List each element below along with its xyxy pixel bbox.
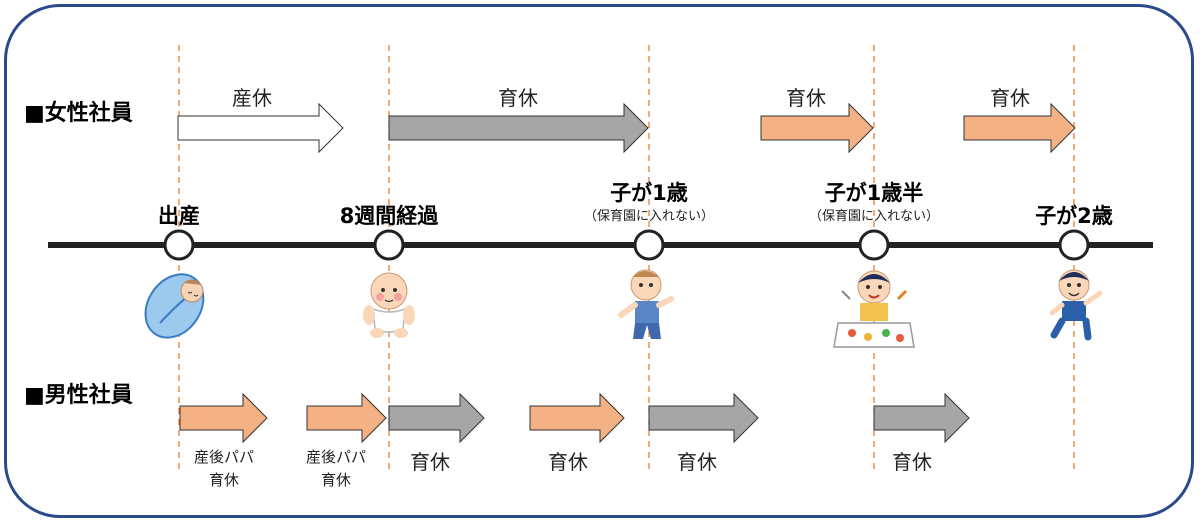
men-arrow-label-2: 産後パパ 育休 xyxy=(306,446,366,492)
marker-8weeks xyxy=(373,229,405,261)
arrow-childcare-leave-orange-2 xyxy=(963,102,1076,154)
men-arrows xyxy=(179,392,970,444)
milestone-note-1-5year: （保育園に入れない） xyxy=(808,209,940,224)
arrow-paternity-1 xyxy=(179,392,268,444)
milestone-label-1-5year: 子が1歳半 xyxy=(824,181,924,205)
toddler-walking-illustration xyxy=(618,269,674,339)
milestone-label-1year: 子が1歳 xyxy=(610,181,688,205)
men-arrow-label-1-line1: 産後パパ xyxy=(193,448,255,466)
arrow-paternity-2 xyxy=(306,392,387,444)
milestone-markers xyxy=(163,229,1090,261)
diagram-frame xyxy=(4,4,1194,518)
marker-birth xyxy=(163,229,195,261)
women-arrow-label-2: 育休 xyxy=(498,86,538,110)
men-arrow-label-5: 育休 xyxy=(677,450,717,474)
marker-2year xyxy=(1058,229,1090,261)
arrow-maternity-leave xyxy=(177,102,344,154)
men-arrow-label-1-line2: 育休 xyxy=(208,471,240,489)
women-arrow-label-3: 育休 xyxy=(786,86,826,110)
women-arrow-label-4: 育休 xyxy=(990,86,1030,110)
milestone-label-2year: 子が2歳 xyxy=(1035,204,1113,228)
men-arrow-label-2-line2: 育休 xyxy=(320,471,352,489)
men-arrow-label-3: 育休 xyxy=(410,450,450,474)
arrow-men-childcare-gray-2 xyxy=(648,392,759,444)
women-arrows xyxy=(177,102,1076,154)
marker-1year xyxy=(633,229,665,261)
milestone-label-8weeks: 8週間経過 xyxy=(339,204,439,228)
men-arrow-label-4: 育休 xyxy=(548,450,588,474)
men-arrow-label-2-line1: 産後パパ xyxy=(305,448,367,466)
infant-baby-illustration xyxy=(363,272,415,338)
men-arrow-label-6: 育休 xyxy=(892,450,932,474)
arrow-childcare-leave-gray xyxy=(388,102,649,154)
newborn-baby-illustration xyxy=(144,273,205,339)
arrow-childcare-leave-orange-1 xyxy=(760,102,874,154)
men-section-title: ■男性社員 xyxy=(24,383,133,408)
arrow-men-childcare-gray-1 xyxy=(388,392,485,444)
child-jumping-illustration xyxy=(1049,269,1103,341)
women-arrow-label-1: 産休 xyxy=(232,86,272,110)
arrow-men-childcare-gray-3 xyxy=(873,392,970,444)
men-arrow-label-1: 産後パパ 育休 xyxy=(194,446,254,492)
marker-1-5year xyxy=(858,229,890,261)
women-section-title: ■女性社員 xyxy=(24,101,133,126)
milestone-note-1year: （保育園に入れない） xyxy=(583,209,715,224)
milestone-label-birth: 出産 xyxy=(158,204,200,228)
child-eating-illustration xyxy=(833,270,915,348)
arrow-men-childcare-orange xyxy=(529,392,625,444)
